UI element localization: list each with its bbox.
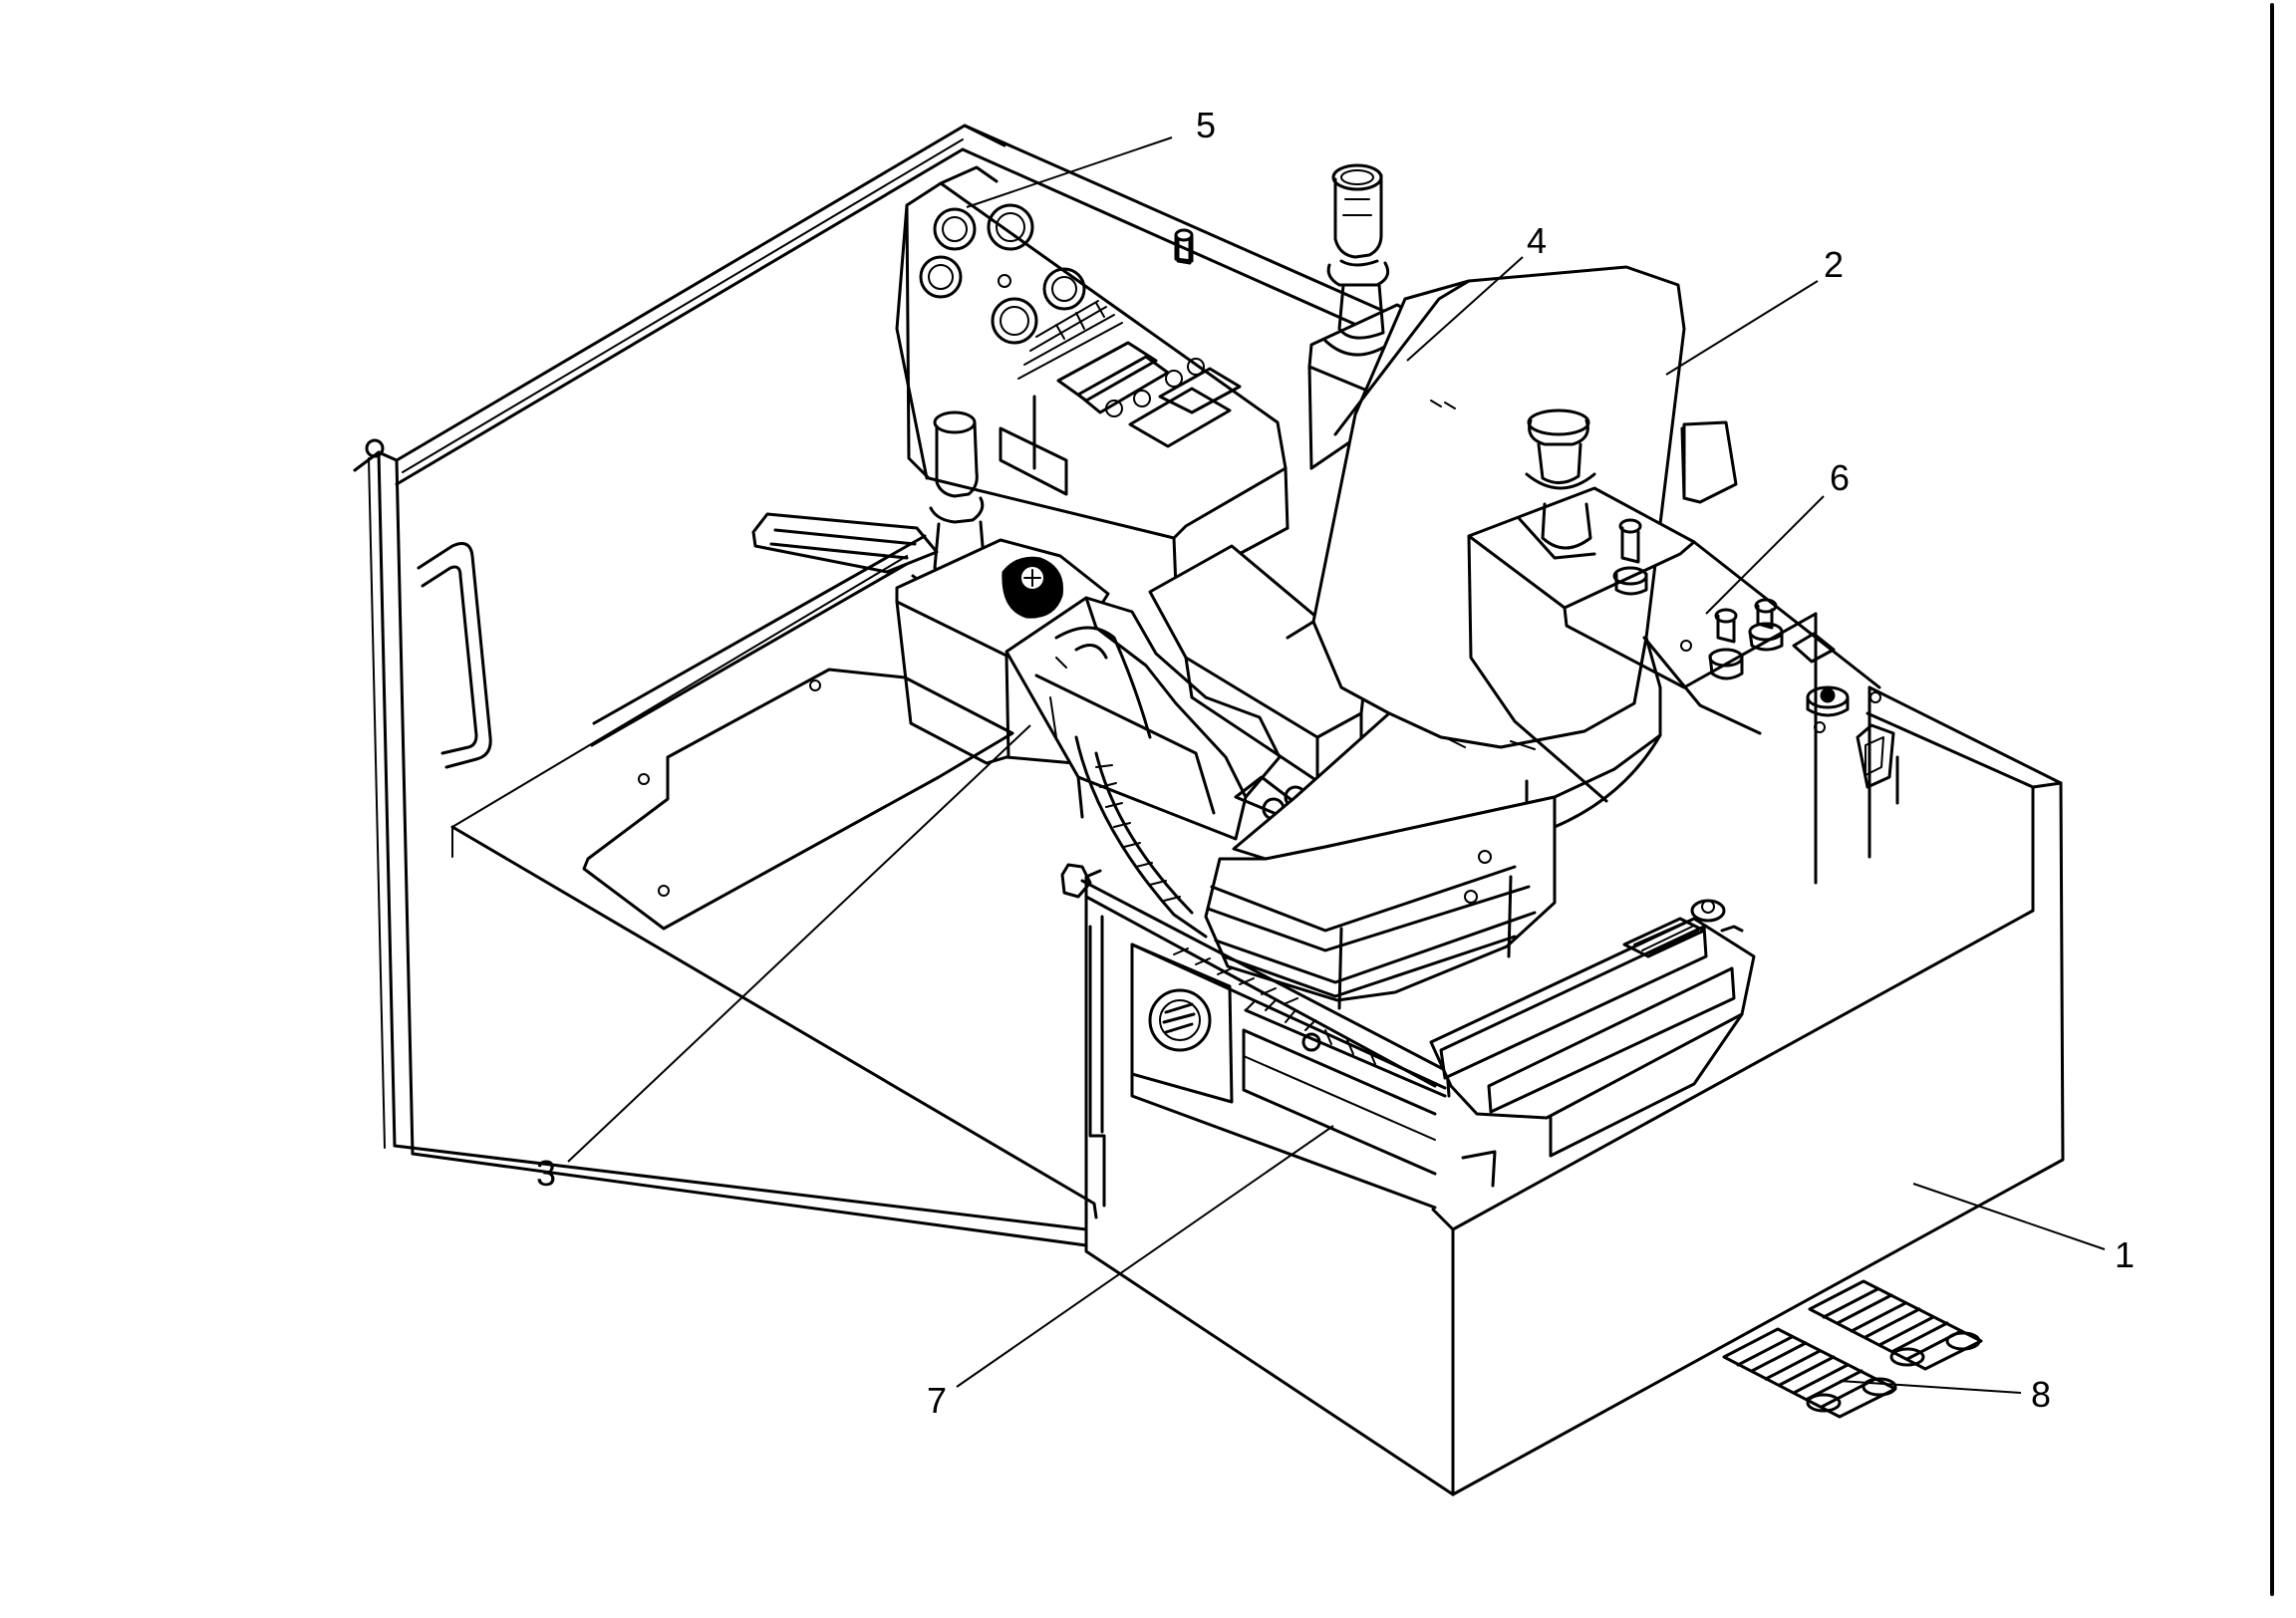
floor-pedal-tray	[1060, 863, 1756, 1188]
operator-seat	[1204, 265, 1762, 1010]
callout-3: 3	[536, 1153, 556, 1194]
leader-3	[567, 724, 1031, 1163]
leader-2	[1665, 280, 1819, 376]
callout-8: 8	[2031, 1374, 2051, 1415]
leader-lines	[567, 136, 2106, 1394]
cab-frame	[353, 124, 2065, 1496]
callout-6: 6	[1830, 457, 1850, 498]
leader-8	[1839, 1380, 2022, 1394]
top-fittings	[1176, 237, 1192, 265]
seat-swivel-ring	[1054, 626, 1208, 939]
callout-2: 2	[1824, 244, 1844, 285]
callout-labels: 1 2 3 4 5 6 7 8	[536, 105, 2135, 1421]
leader-6	[1705, 495, 1825, 615]
callout-7: 7	[927, 1380, 947, 1421]
leader-7	[956, 1125, 1334, 1388]
callout-4: 4	[1527, 220, 1547, 261]
leader-4	[1406, 256, 1524, 362]
right-side-console	[1467, 408, 1899, 885]
callout-1: 1	[2115, 1234, 2135, 1275]
leader-1	[1912, 1183, 2106, 1250]
leader-5	[966, 136, 1173, 208]
foot-pedals	[1722, 1279, 1983, 1419]
callout-5: 5	[1196, 105, 1216, 145]
instrument-panel	[895, 165, 1290, 590]
